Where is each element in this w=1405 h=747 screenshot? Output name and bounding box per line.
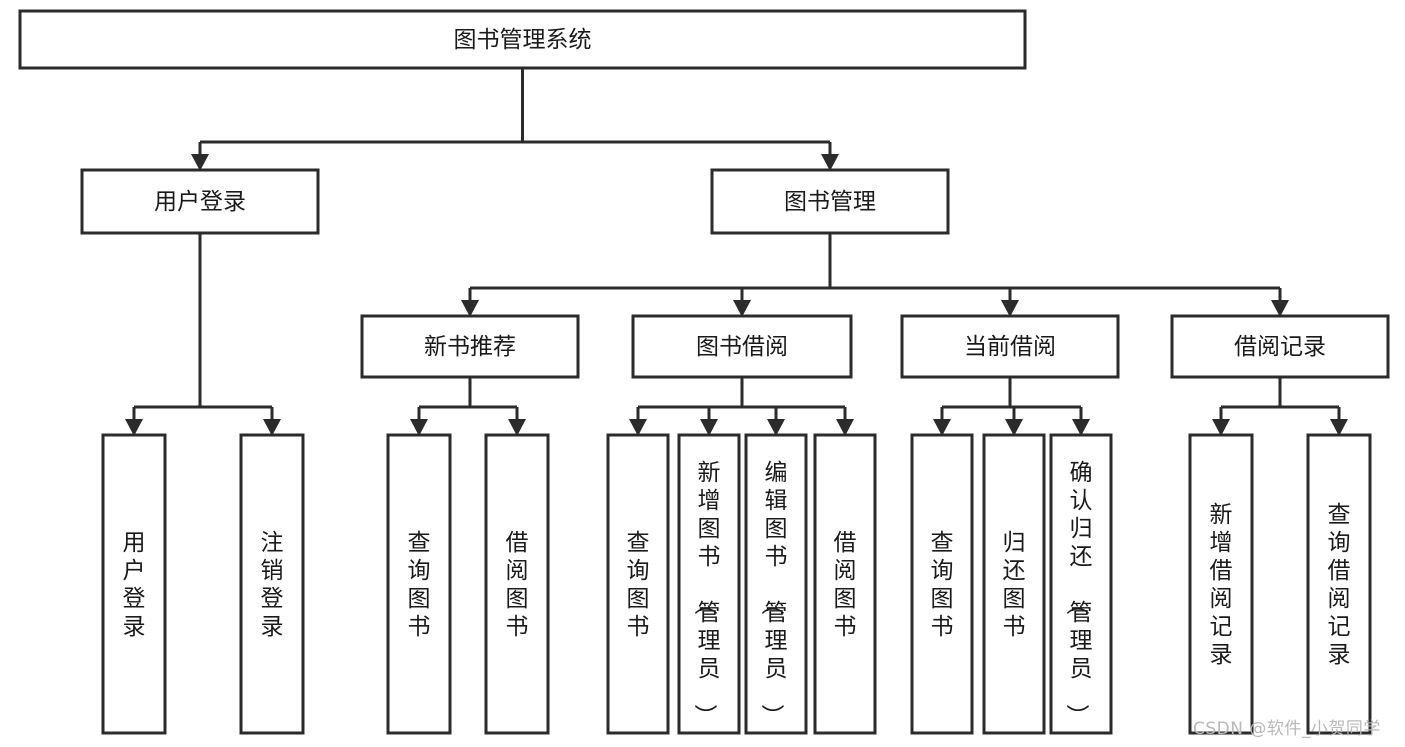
node-leaf-13[interactable]: 查询借阅记录 (1306, 433, 1372, 735)
node-leaf-1[interactable]: 用户登录 (101, 433, 167, 735)
node-box (1049, 433, 1113, 735)
node-label: 查询图书 (931, 530, 954, 640)
node-l2-2[interactable]: 图书管理 (710, 168, 950, 235)
node-box (386, 433, 452, 735)
arrow-head-icon (1271, 300, 1289, 317)
arrow-head-icon (410, 419, 428, 436)
arrow-head-icon (1001, 300, 1019, 317)
node-box (710, 168, 950, 235)
node-label: 归还图书 (1003, 530, 1026, 640)
node-box (813, 433, 877, 735)
node-leaf-6[interactable]: 新增图书（管理员） (677, 433, 741, 735)
arrow-head-icon (836, 419, 854, 436)
node-label: 借阅图书 (506, 530, 529, 640)
node-label: 查询图书 (408, 530, 431, 640)
node-leaf-11[interactable]: 确认归还（管理员） (1049, 433, 1113, 735)
node-box (360, 314, 580, 379)
connector-layer (125, 68, 1348, 436)
node-leaf-10[interactable]: 归还图书 (982, 433, 1046, 735)
node-label: 图书借阅 (696, 334, 788, 360)
arrow-head-icon (461, 300, 479, 317)
node-label: 注销登录 (261, 530, 284, 640)
node-box (982, 433, 1046, 735)
arrow-head-icon (191, 154, 209, 171)
arrow-head-icon (933, 419, 951, 436)
node-box (744, 433, 808, 735)
node-box (18, 9, 1027, 70)
arrow-head-icon (1072, 419, 1090, 436)
node-leaf-12[interactable]: 新增借阅记录 (1188, 433, 1254, 735)
arrow-head-icon (1005, 419, 1023, 436)
node-leaf-4[interactable]: 借阅图书 (484, 433, 550, 735)
node-box (239, 433, 305, 735)
node-label: 借阅记录 (1234, 334, 1326, 360)
node-leaf-7[interactable]: 编辑图书（管理员） (744, 433, 808, 735)
node-box (631, 314, 853, 379)
csdn-watermark: CSDN @软件_小贺同学 (1193, 719, 1381, 739)
node-box (1170, 314, 1390, 379)
node-label: 用户登录 (123, 530, 146, 640)
arrow-head-icon (125, 419, 143, 436)
node-leaf-5[interactable]: 查询图书 (606, 433, 670, 735)
node-box (910, 433, 974, 735)
node-label: 图书管理系统 (454, 27, 592, 53)
node-label: 借阅图书 (834, 530, 857, 640)
node-box (101, 433, 167, 735)
node-box (606, 433, 670, 735)
node-box (677, 433, 741, 735)
node-layer: 图书管理系统用户登录图书管理新书推荐图书借阅当前借阅借阅记录用户登录注销登录查询… (18, 9, 1390, 735)
arrow-head-icon (263, 419, 281, 436)
node-label: 用户登录 (154, 189, 246, 215)
node-leaf-9[interactable]: 查询图书 (910, 433, 974, 735)
node-label: 编辑图书（管理员） (759, 460, 788, 727)
node-box (900, 314, 1120, 379)
node-l2-1[interactable]: 用户登录 (80, 168, 320, 235)
node-label: 新书推荐 (424, 334, 516, 360)
node-l3-2[interactable]: 图书借阅 (631, 314, 853, 379)
arrow-head-icon (733, 300, 751, 317)
node-l3-3[interactable]: 当前借阅 (900, 314, 1120, 379)
node-leaf-8[interactable]: 借阅图书 (813, 433, 877, 735)
node-root[interactable]: 图书管理系统 (18, 9, 1027, 70)
arrow-head-icon (821, 154, 839, 171)
node-box (80, 168, 320, 235)
node-label: 当前借阅 (964, 334, 1056, 360)
node-leaf-2[interactable]: 注销登录 (239, 433, 305, 735)
node-label: 新增图书（管理员） (692, 460, 721, 727)
arrow-head-icon (1212, 419, 1230, 436)
arrow-head-icon (700, 419, 718, 436)
node-leaf-3[interactable]: 查询图书 (386, 433, 452, 735)
node-label: 图书管理 (784, 189, 876, 215)
node-label: 确认归还（管理员） (1064, 460, 1093, 727)
node-l3-4[interactable]: 借阅记录 (1170, 314, 1390, 379)
node-label: 新增借阅记录 (1210, 502, 1233, 668)
node-box (1306, 433, 1372, 735)
arrow-head-icon (508, 419, 526, 436)
arrow-head-icon (767, 419, 785, 436)
arrow-head-icon (1330, 419, 1348, 436)
node-label: 查询图书 (627, 530, 650, 640)
node-box (1188, 433, 1254, 735)
arrow-head-icon (629, 419, 647, 436)
node-box (484, 433, 550, 735)
node-l3-1[interactable]: 新书推荐 (360, 314, 580, 379)
node-label: 查询借阅记录 (1328, 502, 1351, 668)
